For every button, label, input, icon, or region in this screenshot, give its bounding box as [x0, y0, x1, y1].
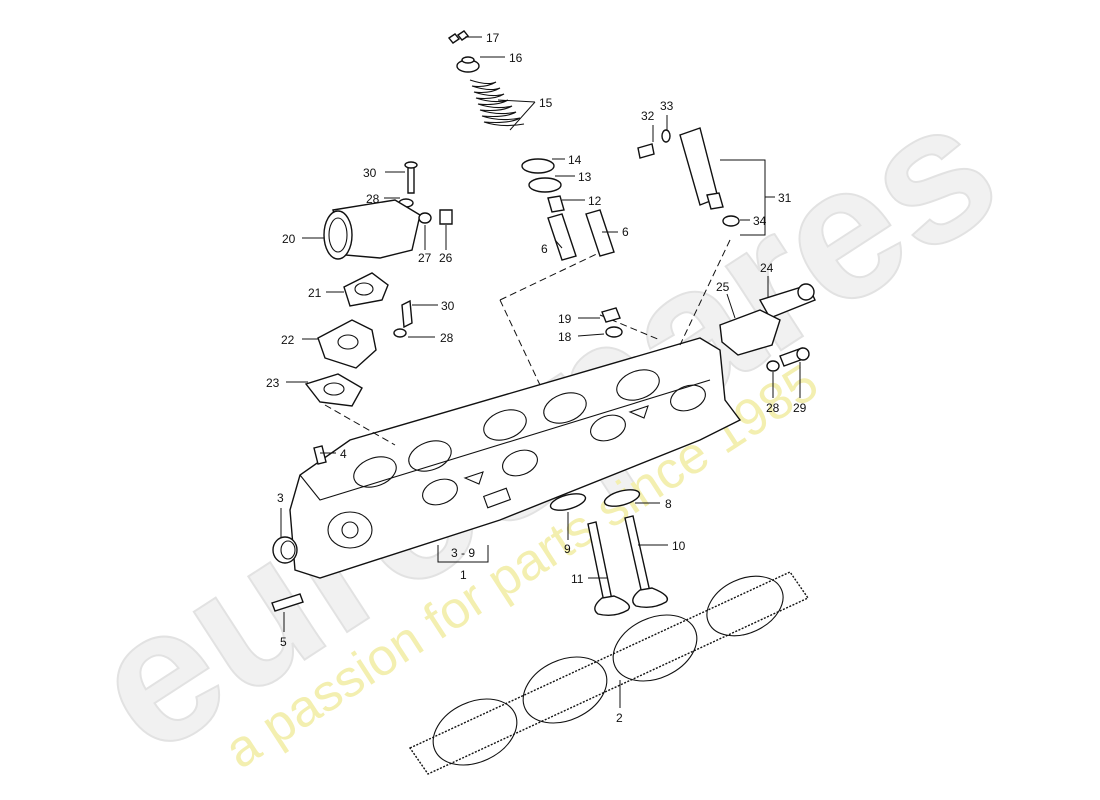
callout-30-lower: 30	[441, 299, 455, 313]
callout-34: 34	[753, 214, 767, 228]
callout-28-upper: 28	[366, 192, 380, 206]
water-outlet-assembly	[304, 161, 453, 465]
callout-21: 21	[308, 286, 322, 300]
callout-15: 15	[539, 96, 553, 110]
callout-6-left: 6	[541, 242, 548, 256]
callout-22: 22	[281, 333, 295, 347]
callout-33: 33	[660, 99, 674, 113]
callout-11: 11	[571, 572, 584, 586]
valve-spring-assembly	[447, 30, 615, 261]
callout-19: 19	[558, 312, 572, 326]
callout-5: 5	[280, 635, 287, 649]
valves-and-seats	[271, 489, 669, 617]
callout-8: 8	[665, 497, 672, 511]
callout-26: 26	[439, 251, 453, 265]
assembly-guides	[324, 239, 731, 446]
callout-23: 23	[266, 376, 280, 390]
head-gasket	[408, 571, 810, 775]
callout-31: 31	[778, 191, 792, 205]
callout-18: 18	[558, 330, 572, 344]
callout-13: 13	[578, 170, 592, 184]
callout-16: 16	[509, 51, 523, 65]
callout-4: 4	[340, 447, 347, 461]
callout-20: 20	[282, 232, 296, 246]
callout-3: 3	[277, 491, 284, 505]
callout-6-right: 6	[622, 225, 629, 239]
callout-28-lower: 28	[440, 331, 454, 345]
callout-3-9: 3 - 9	[451, 546, 475, 560]
callout-2: 2	[616, 711, 623, 725]
callout-32: 32	[641, 109, 655, 123]
callout-27: 27	[418, 251, 432, 265]
cylinder-head	[289, 337, 742, 579]
callout-30-upper: 30	[363, 166, 377, 180]
callout-17: 17	[486, 31, 500, 45]
callouts: 17 16 15 14 13 12 6 6 30 28 20 27 26 21 …	[266, 31, 807, 725]
callout-1: 1	[460, 568, 467, 582]
callout-10: 10	[672, 539, 686, 553]
callout-24: 24	[760, 261, 774, 275]
leader-lines	[280, 36, 801, 708]
callout-28-right: 28	[766, 401, 780, 415]
callout-25: 25	[716, 280, 730, 294]
sensor-assembly	[601, 127, 816, 372]
callout-14: 14	[568, 153, 582, 167]
callout-29: 29	[793, 401, 807, 415]
callout-12: 12	[588, 194, 602, 208]
callout-9: 9	[564, 542, 571, 556]
